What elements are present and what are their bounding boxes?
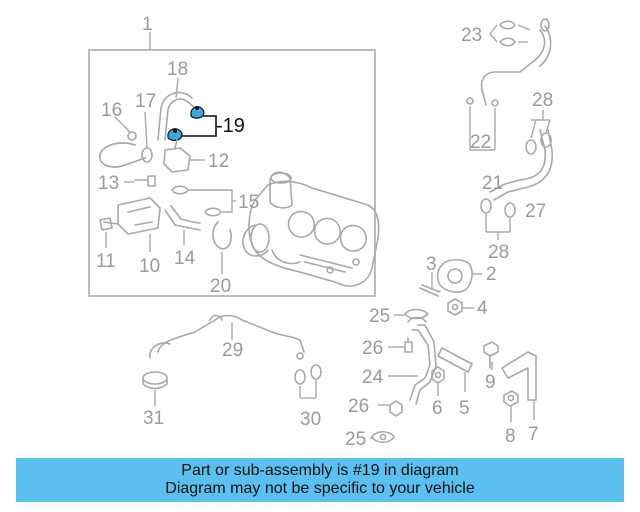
- gasket-25-lower: [370, 430, 395, 444]
- bolt-13: [124, 175, 156, 187]
- callout-16: 16: [101, 100, 122, 121]
- clamp-17: [141, 111, 153, 163]
- callout-23: 23: [461, 25, 482, 46]
- fittings-28-lower: [480, 198, 516, 240]
- callout-18: 18: [167, 59, 188, 80]
- callout-20: 20: [210, 276, 231, 297]
- gasket-25-upper: [394, 308, 429, 320]
- fitting-22: [466, 97, 499, 151]
- gasket-2: [436, 258, 482, 293]
- callout-29: 29: [222, 340, 243, 361]
- callout-7: 7: [528, 424, 539, 445]
- callout-19: -19: [216, 115, 245, 137]
- callout-26-upper: 26: [362, 338, 383, 359]
- callout-2: 2: [486, 264, 497, 285]
- caption-line-1: Part or sub-assembly is #19 in diagram: [181, 462, 459, 479]
- bracket-7: [501, 351, 537, 420]
- bolt-8: [503, 390, 519, 422]
- pipe-14: [164, 205, 201, 245]
- bolt-26-upper: [388, 337, 413, 353]
- actuator-10: [117, 197, 161, 252]
- callout-25-upper: 25: [369, 306, 390, 327]
- callout-31: 31: [143, 408, 164, 429]
- callout-11: 11: [96, 251, 116, 272]
- callout-1: 1: [142, 14, 153, 35]
- callout-15: 15: [238, 192, 259, 213]
- callout-24: 24: [362, 367, 384, 388]
- callout-9: 9: [485, 372, 496, 393]
- hose-18: [157, 77, 196, 141]
- callout-28-upper: 28: [532, 90, 553, 111]
- bolt-26-lower: [378, 400, 403, 417]
- caption-banner: Part or sub-assembly is #19 in diagram D…: [16, 458, 624, 502]
- seals-30: [294, 364, 322, 399]
- callout-17: 17: [135, 91, 156, 112]
- callout-10: 10: [139, 256, 160, 277]
- caption-line-2: Diagram may not be specific to your vehi…: [165, 480, 475, 497]
- callout-labels: 1 2 3 4 5 6 7 8 9 10 11 12 13 14 15 16 1…: [96, 14, 553, 450]
- hose-16: [99, 116, 146, 168]
- pipe-24: [388, 316, 437, 405]
- callout-12: 12: [208, 151, 229, 172]
- callout-14: 14: [174, 248, 196, 269]
- subassembly-box: [88, 32, 376, 297]
- plug-31: [142, 371, 168, 406]
- nut-6: [431, 366, 445, 396]
- turbocharger-manifold: [242, 171, 380, 287]
- callout-13: 13: [98, 173, 119, 194]
- callout-28-lower: 28: [488, 242, 509, 263]
- callout-22: 22: [470, 132, 491, 153]
- bolt-9: [483, 341, 499, 370]
- callout-6: 6: [432, 398, 443, 419]
- hose-connector-15: [171, 185, 236, 217]
- nut-4: [447, 298, 474, 316]
- callout-4: 4: [477, 298, 488, 319]
- stud-3: [419, 272, 441, 297]
- callout-25-lower: 25: [345, 429, 366, 450]
- hose-23: [489, 20, 531, 47]
- callout-8: 8: [505, 426, 516, 447]
- bolt-11: [99, 217, 119, 248]
- oil-line-29: [149, 314, 305, 360]
- fittings-28-upper: [525, 110, 552, 155]
- callout-30: 30: [300, 409, 321, 430]
- callout-5: 5: [459, 398, 470, 419]
- callout-27: 27: [525, 201, 546, 222]
- valve-12: [163, 139, 205, 173]
- seal-20: [212, 221, 233, 274]
- callout-3: 3: [426, 254, 437, 275]
- coolant-line-21: [480, 18, 553, 201]
- parts-diagram: 1 2 3 4 5 6 7 8 9 10 11 12 13 14 15 16 1…: [88, 14, 553, 450]
- bracket-5: [437, 347, 473, 392]
- callout-21: 21: [482, 173, 503, 194]
- callout-26-lower: 26: [348, 396, 369, 417]
- clamp-19-highlighted: [167, 106, 217, 141]
